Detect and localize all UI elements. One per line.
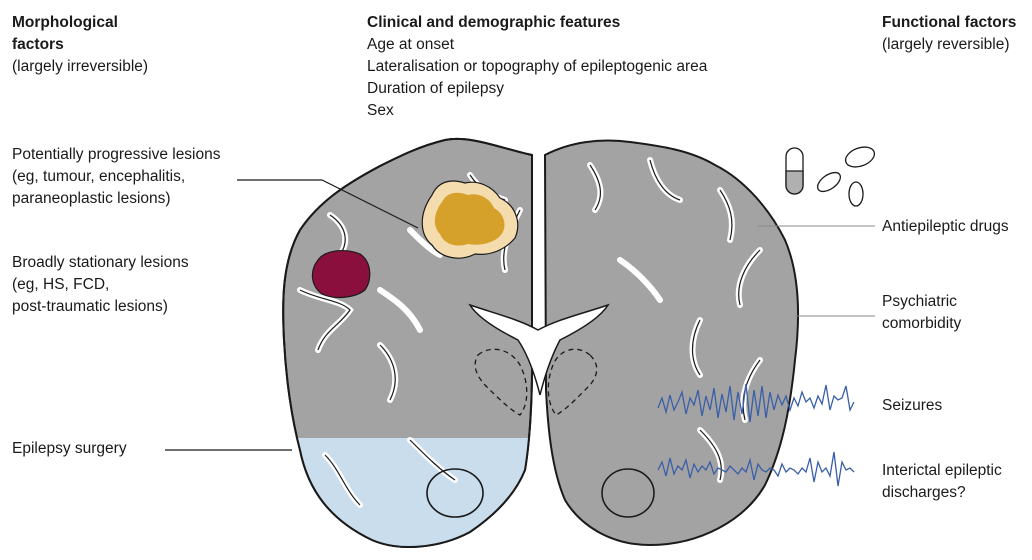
tablet-icon — [814, 169, 843, 195]
pill-icon — [786, 143, 877, 206]
right-hemisphere-shape — [545, 141, 798, 545]
tablet-icon — [849, 182, 863, 206]
surgery-region — [270, 438, 540, 560]
stationary-lesion — [312, 251, 369, 298]
right-hemisphere — [545, 141, 798, 545]
tablet-icon — [843, 143, 877, 170]
